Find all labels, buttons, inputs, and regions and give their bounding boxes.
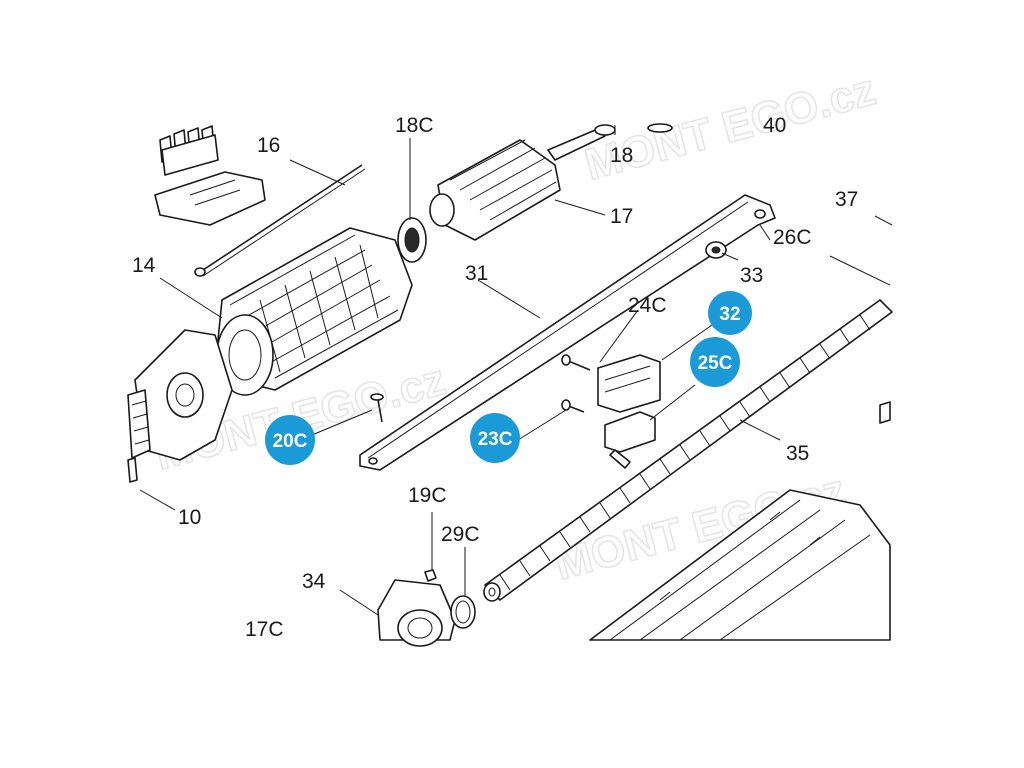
label-17: 17: [610, 205, 633, 228]
side-part: [879, 401, 891, 424]
limit-switch-32: [597, 354, 661, 413]
o-ring: [450, 595, 476, 629]
label-18: 18: [610, 144, 633, 167]
label-31: 31: [465, 262, 488, 285]
callout-23c-circle[interactable]: [470, 413, 520, 463]
label-29c: 29C: [441, 523, 480, 546]
nut: [424, 569, 437, 582]
top-partial-parts: [594, 123, 673, 136]
label-34: 34: [302, 570, 326, 593]
end-flange: [127, 329, 233, 461]
label-19c: 19C: [408, 484, 447, 507]
callout-20c[interactable]: 20C: [265, 415, 315, 465]
gear-housing: [377, 579, 456, 647]
highlighted-callouts: 20C 23C 32 25C: [265, 291, 752, 465]
callout-20c-circle[interactable]: [265, 415, 315, 465]
callout-20c-label: 20C: [273, 431, 308, 452]
label-18c: 18C: [395, 114, 434, 137]
label-40: 40: [763, 114, 786, 137]
label-10: 10: [178, 506, 201, 529]
label-35: 35: [786, 442, 809, 465]
limit-switch-25c: [604, 411, 656, 469]
callout-25c-circle[interactable]: [690, 337, 740, 387]
watermark-text-1: MONT EGO.cz: [580, 65, 881, 190]
screw-20c: [370, 393, 384, 423]
leader-lines: [139, 125, 893, 616]
housing-rail: [589, 489, 891, 641]
callout-23c-label: 23C: [478, 429, 513, 450]
callout-25c-label: 25C: [698, 353, 733, 374]
terminal-block: [154, 125, 266, 226]
worm-shaft: [483, 299, 893, 602]
label-16: 16: [257, 134, 280, 157]
callout-32-label: 32: [719, 304, 740, 325]
screw-24c: [561, 354, 591, 371]
tie-rod: [194, 164, 366, 277]
part-labels: 16 14 18C 18 40 17 37 26C 31 33 24C 35 1…: [132, 114, 858, 641]
label-26c: 26C: [773, 226, 812, 249]
callout-32[interactable]: 32: [708, 291, 752, 335]
side-bracket: [127, 457, 138, 483]
bushing: [705, 241, 727, 259]
bearing: [397, 217, 427, 263]
long-bar: [359, 194, 776, 471]
label-14: 14: [132, 254, 156, 277]
callout-25c[interactable]: 25C: [690, 337, 740, 387]
label-17c: 17C: [245, 618, 284, 641]
rotor: [429, 127, 606, 241]
label-33: 33: [740, 264, 763, 287]
label-37: 37: [835, 188, 858, 211]
label-24c: 24C: [628, 294, 667, 317]
callout-23c[interactable]: 23C: [470, 413, 520, 463]
callout-32-circle[interactable]: [708, 291, 752, 335]
